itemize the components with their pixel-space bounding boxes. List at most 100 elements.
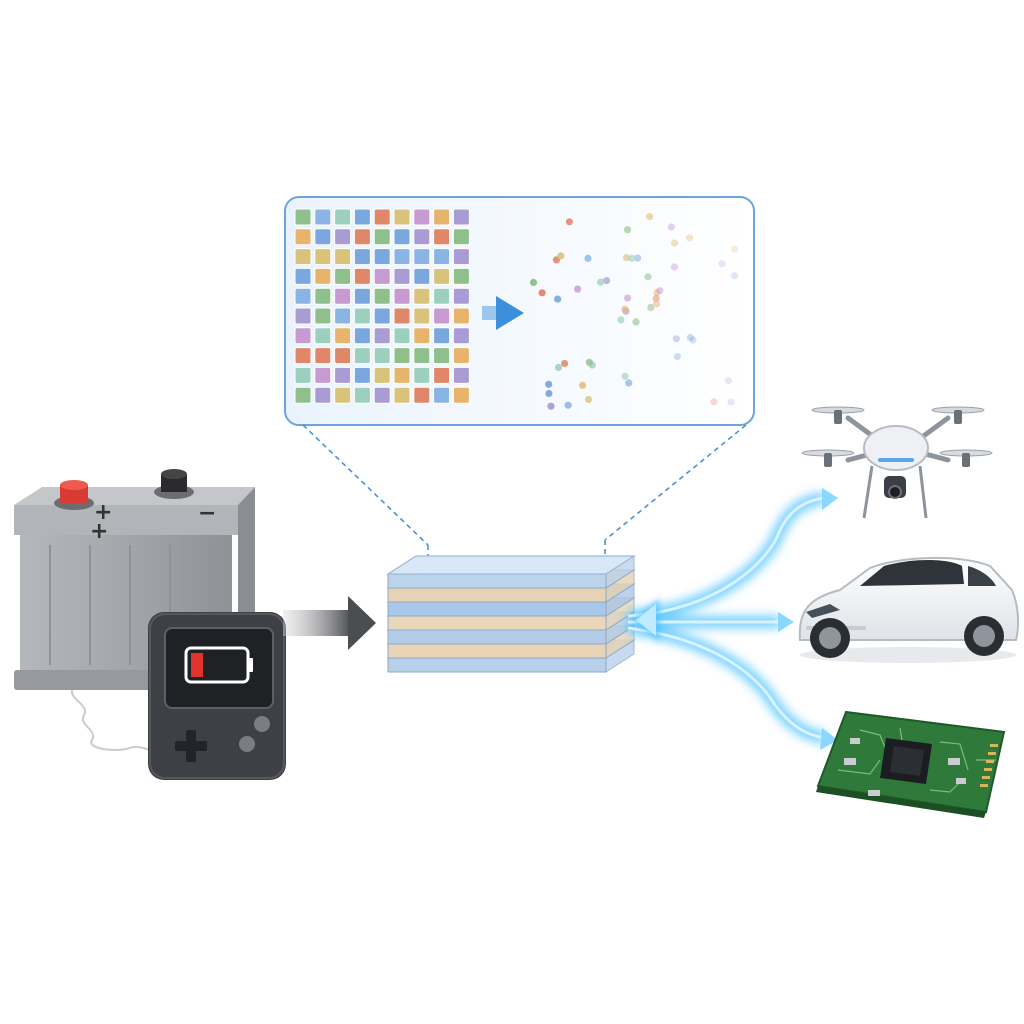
- arrow-head-board: [820, 728, 838, 750]
- particle: [617, 316, 625, 324]
- material-tile: [452, 366, 470, 384]
- particle: [603, 277, 611, 285]
- material-tile: [294, 366, 312, 384]
- material-tile: [413, 287, 431, 305]
- material-tile: [353, 347, 371, 365]
- material-tile: [452, 208, 470, 226]
- particle: [667, 223, 676, 231]
- electric-car-icon: [798, 557, 1020, 663]
- particle: [724, 377, 733, 385]
- material-tile: [452, 267, 470, 285]
- material-tile: [353, 327, 371, 345]
- particle: [554, 295, 562, 303]
- material-tile-grid: [294, 208, 470, 404]
- material-tile: [373, 248, 391, 266]
- material-tile: [393, 307, 411, 325]
- particle: [529, 278, 538, 287]
- particle: [672, 335, 681, 343]
- material-tile: [393, 248, 411, 266]
- car-wheel-rear: [964, 616, 1004, 656]
- material-tile: [413, 347, 431, 365]
- particle: [670, 263, 679, 271]
- material-tile: [433, 228, 451, 246]
- material-tile: [314, 248, 332, 266]
- material-tile: [314, 228, 332, 246]
- particle: [652, 300, 661, 308]
- material-tile: [413, 307, 431, 325]
- material-tile: [393, 228, 411, 246]
- material-tile: [314, 386, 332, 404]
- material-tile: [433, 327, 451, 345]
- particle: [579, 381, 587, 389]
- material-tile: [334, 366, 352, 384]
- material-tile: [294, 327, 312, 345]
- particle: [584, 254, 592, 262]
- material-tile: [353, 228, 371, 246]
- material-tile: [393, 327, 411, 345]
- particle: [557, 252, 565, 260]
- material-tile: [334, 208, 352, 226]
- particle: [646, 213, 654, 221]
- material-tile: [433, 248, 451, 266]
- material-tile: [413, 228, 431, 246]
- material-tile: [353, 267, 371, 285]
- material-tile: [373, 366, 391, 384]
- drone-icon: [801, 406, 993, 519]
- material-tile: [452, 327, 470, 345]
- particle: [628, 254, 636, 262]
- material-tile: [413, 248, 431, 266]
- car-wheel-front: [810, 618, 850, 658]
- material-tile: [452, 347, 470, 365]
- material-tile: [413, 366, 431, 384]
- material-tile: [433, 366, 451, 384]
- material-tile: [353, 287, 371, 305]
- material-tile: [314, 327, 332, 345]
- material-tile: [413, 208, 431, 226]
- arrow-head-drone: [822, 488, 838, 510]
- material-tile: [353, 386, 371, 404]
- arrow-head-car: [778, 612, 794, 632]
- material-tile: [393, 366, 411, 384]
- particle: [634, 254, 642, 262]
- stack-top-plate: [385, 555, 637, 575]
- dispersed-particles: [529, 213, 739, 410]
- material-tile: [334, 248, 352, 266]
- material-tile: [373, 386, 391, 404]
- material-tile: [373, 267, 391, 285]
- particle: [652, 294, 660, 303]
- zoom-panel: [284, 196, 755, 426]
- material-tile: [294, 307, 312, 325]
- particle: [621, 305, 629, 313]
- material-tile: [413, 386, 431, 404]
- material-tile: [433, 347, 451, 365]
- material-tile: [413, 267, 431, 285]
- material-tile: [433, 267, 451, 285]
- material-tile: [294, 267, 312, 285]
- layered-stack-icon: [385, 555, 637, 673]
- particle: [644, 273, 652, 281]
- material-tile: [452, 386, 470, 404]
- particle: [670, 239, 679, 247]
- material-tile: [334, 228, 352, 246]
- material-tile: [373, 347, 391, 365]
- material-tile: [433, 386, 451, 404]
- right-arrow-icon: [482, 296, 524, 330]
- negative-symbol: −: [198, 501, 216, 526]
- material-tile: [314, 287, 332, 305]
- material-tile: [294, 228, 312, 246]
- material-tile: [353, 208, 371, 226]
- material-tile: [294, 208, 312, 226]
- material-tile: [314, 307, 332, 325]
- particle: [685, 234, 694, 242]
- particle: [656, 287, 664, 295]
- particle: [597, 278, 605, 286]
- material-tile: [433, 287, 451, 305]
- negative-terminal: [154, 469, 194, 499]
- particle: [625, 379, 633, 387]
- a-button: [254, 716, 270, 732]
- material-tile: [294, 287, 312, 305]
- particle: [574, 285, 582, 293]
- particle: [623, 226, 632, 234]
- material-tile: [334, 347, 352, 365]
- particle: [686, 333, 695, 342]
